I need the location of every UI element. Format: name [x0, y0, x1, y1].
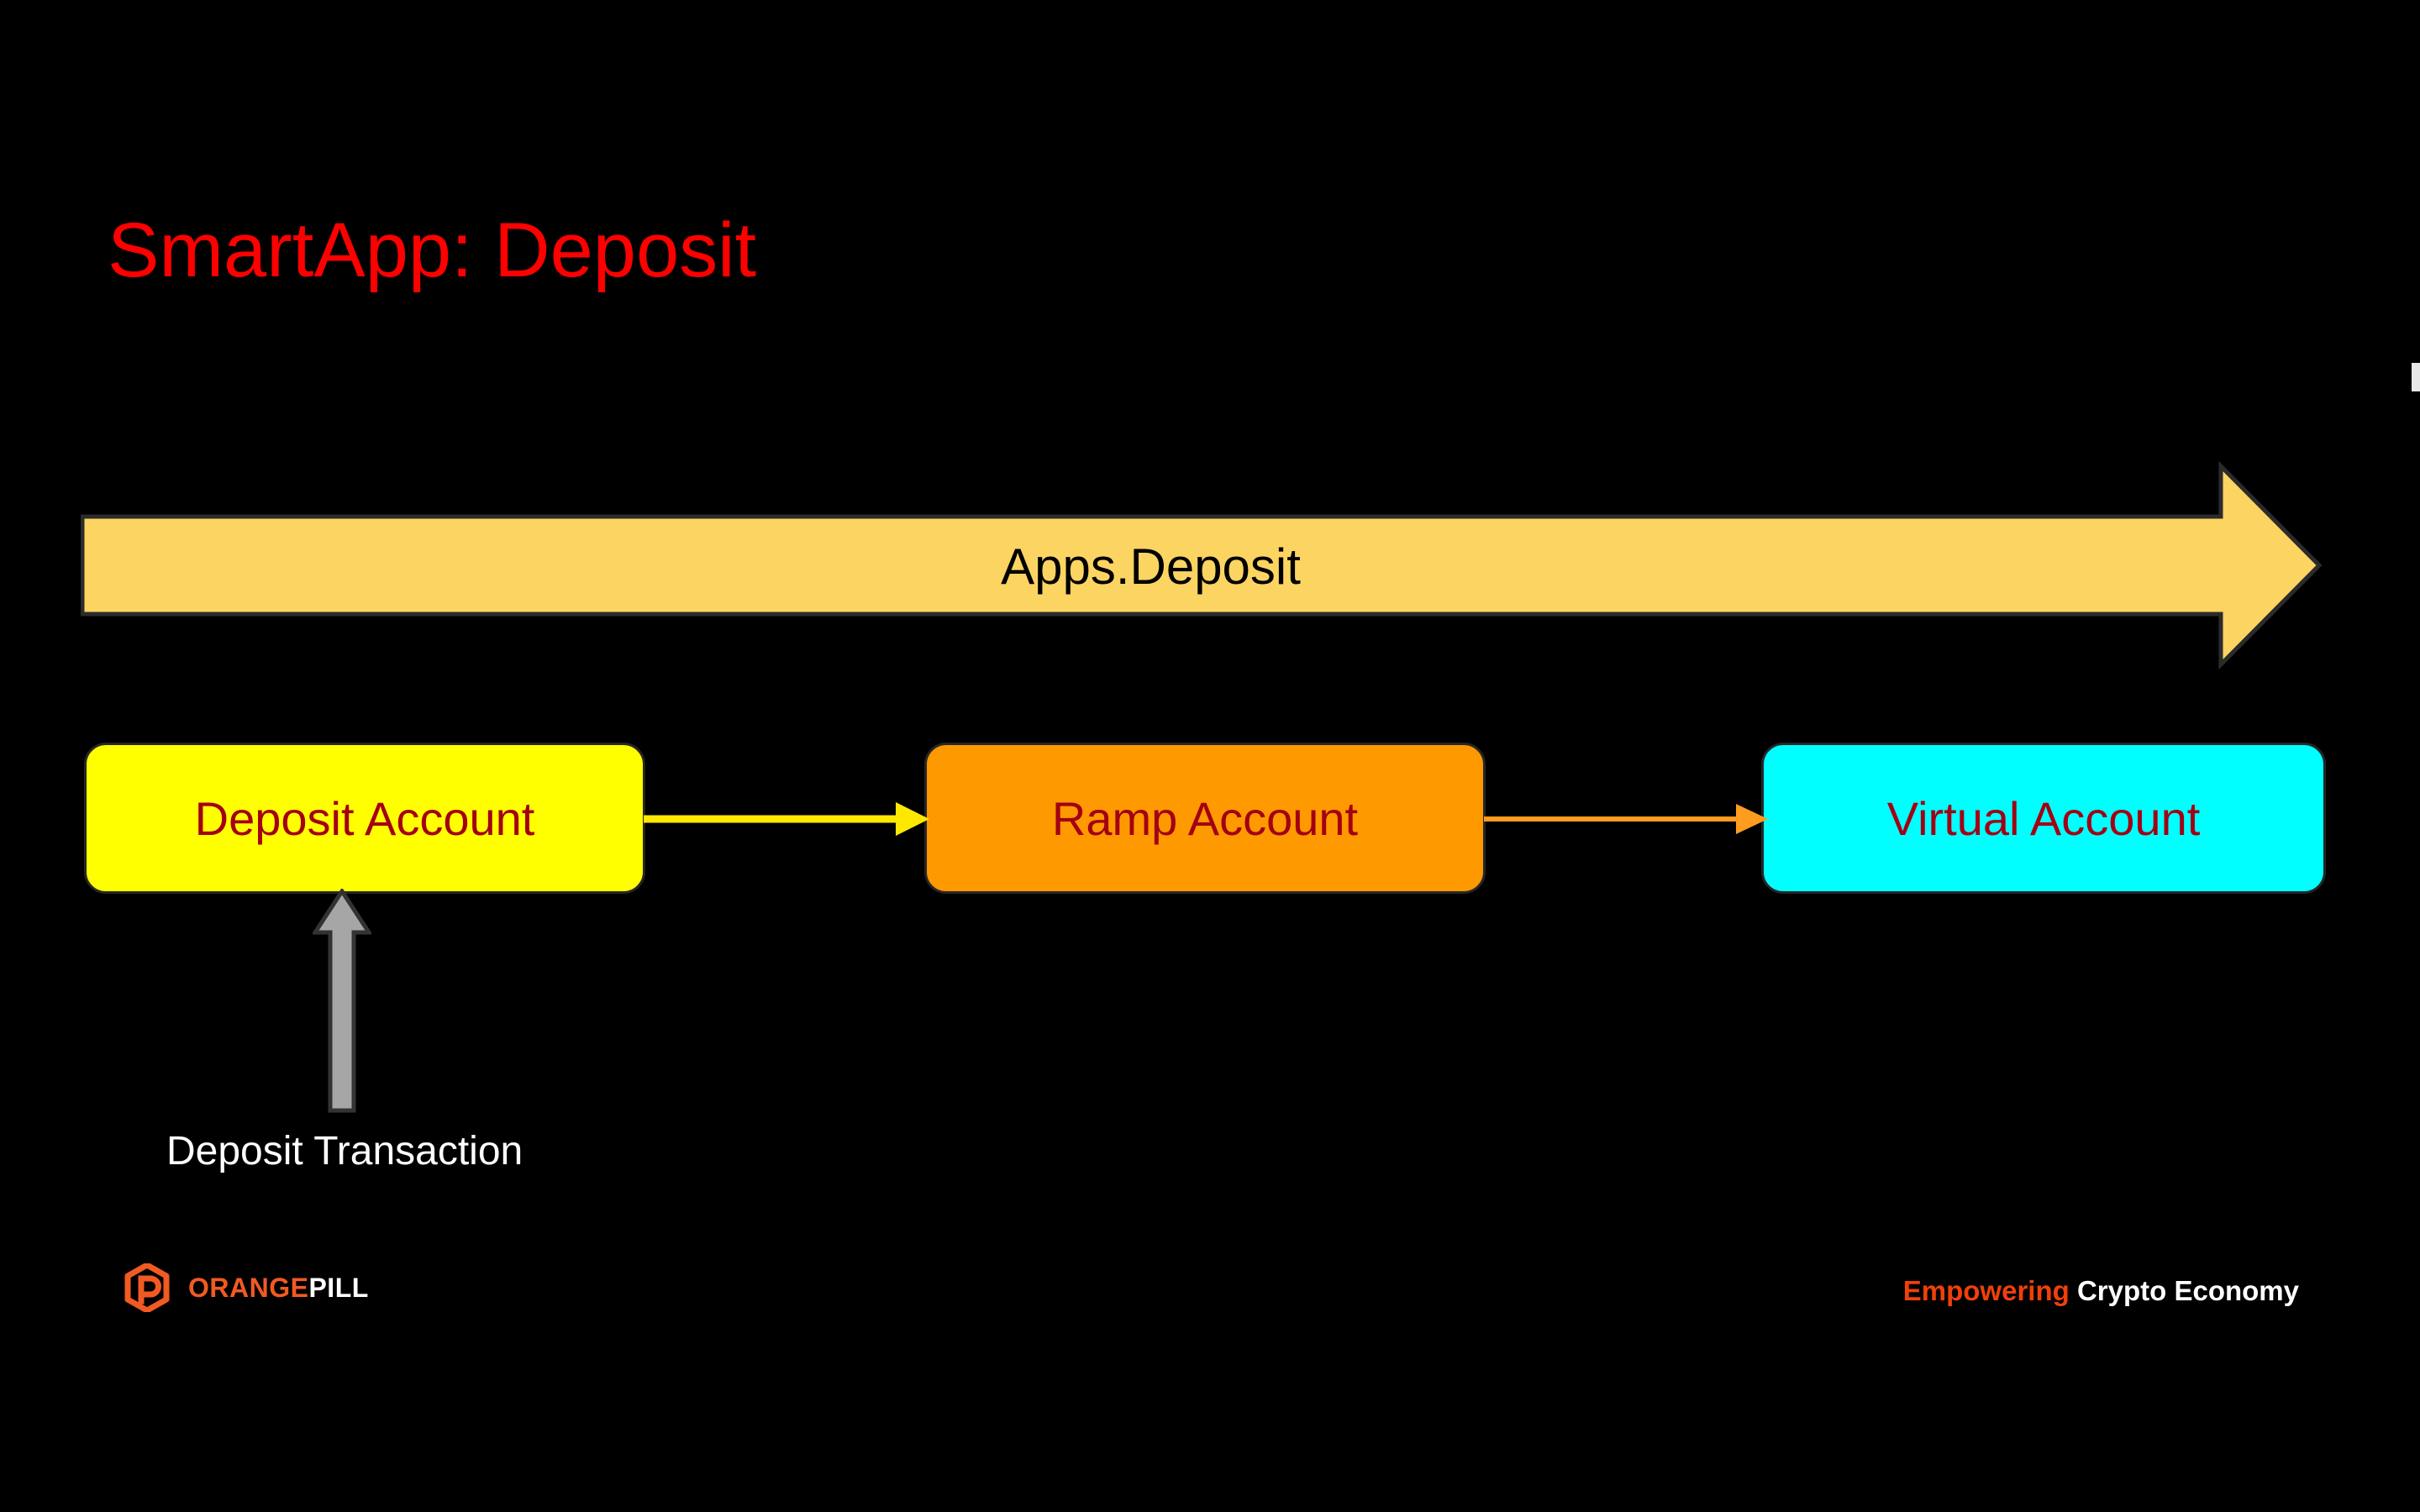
tagline-rest: Crypto Economy — [2069, 1275, 2299, 1306]
flow-box-ramp-account[interactable]: Ramp Account — [924, 743, 1486, 894]
page-title: SmartApp: Deposit — [108, 207, 757, 293]
flow-box-deposit-account[interactable]: Deposit Account — [84, 743, 645, 894]
edge-artifact — [2412, 363, 2420, 391]
apps-deposit-banner-arrow — [81, 460, 2326, 670]
flow-box-virtual-account[interactable]: Virtual Account — [1761, 743, 2326, 894]
flow-box-label: Virtual Account — [1886, 791, 2201, 845]
orangepill-hex-p-icon — [124, 1263, 170, 1312]
footer-tagline: Empowering Crypto Economy — [1903, 1275, 2299, 1307]
deposit-transaction-arrow-icon — [313, 889, 371, 1114]
tagline-highlight: Empowering — [1902, 1275, 2070, 1306]
logo-word-orange: ORANGE — [188, 1272, 309, 1303]
footer-logo: ORANGEPILL — [124, 1263, 369, 1312]
connector-ramp-to-virtual-arrow-icon — [1484, 781, 1768, 857]
flow-box-label: Ramp Account — [1051, 791, 1359, 845]
connector-deposit-to-ramp-arrow-icon — [644, 781, 929, 857]
logo-word-pill: PILL — [308, 1272, 369, 1303]
flow-box-label: Deposit Account — [194, 791, 535, 845]
deposit-transaction-label: Deposit Transaction — [166, 1129, 523, 1173]
apps-deposit-banner-label: Apps.Deposit — [1001, 538, 1301, 595]
